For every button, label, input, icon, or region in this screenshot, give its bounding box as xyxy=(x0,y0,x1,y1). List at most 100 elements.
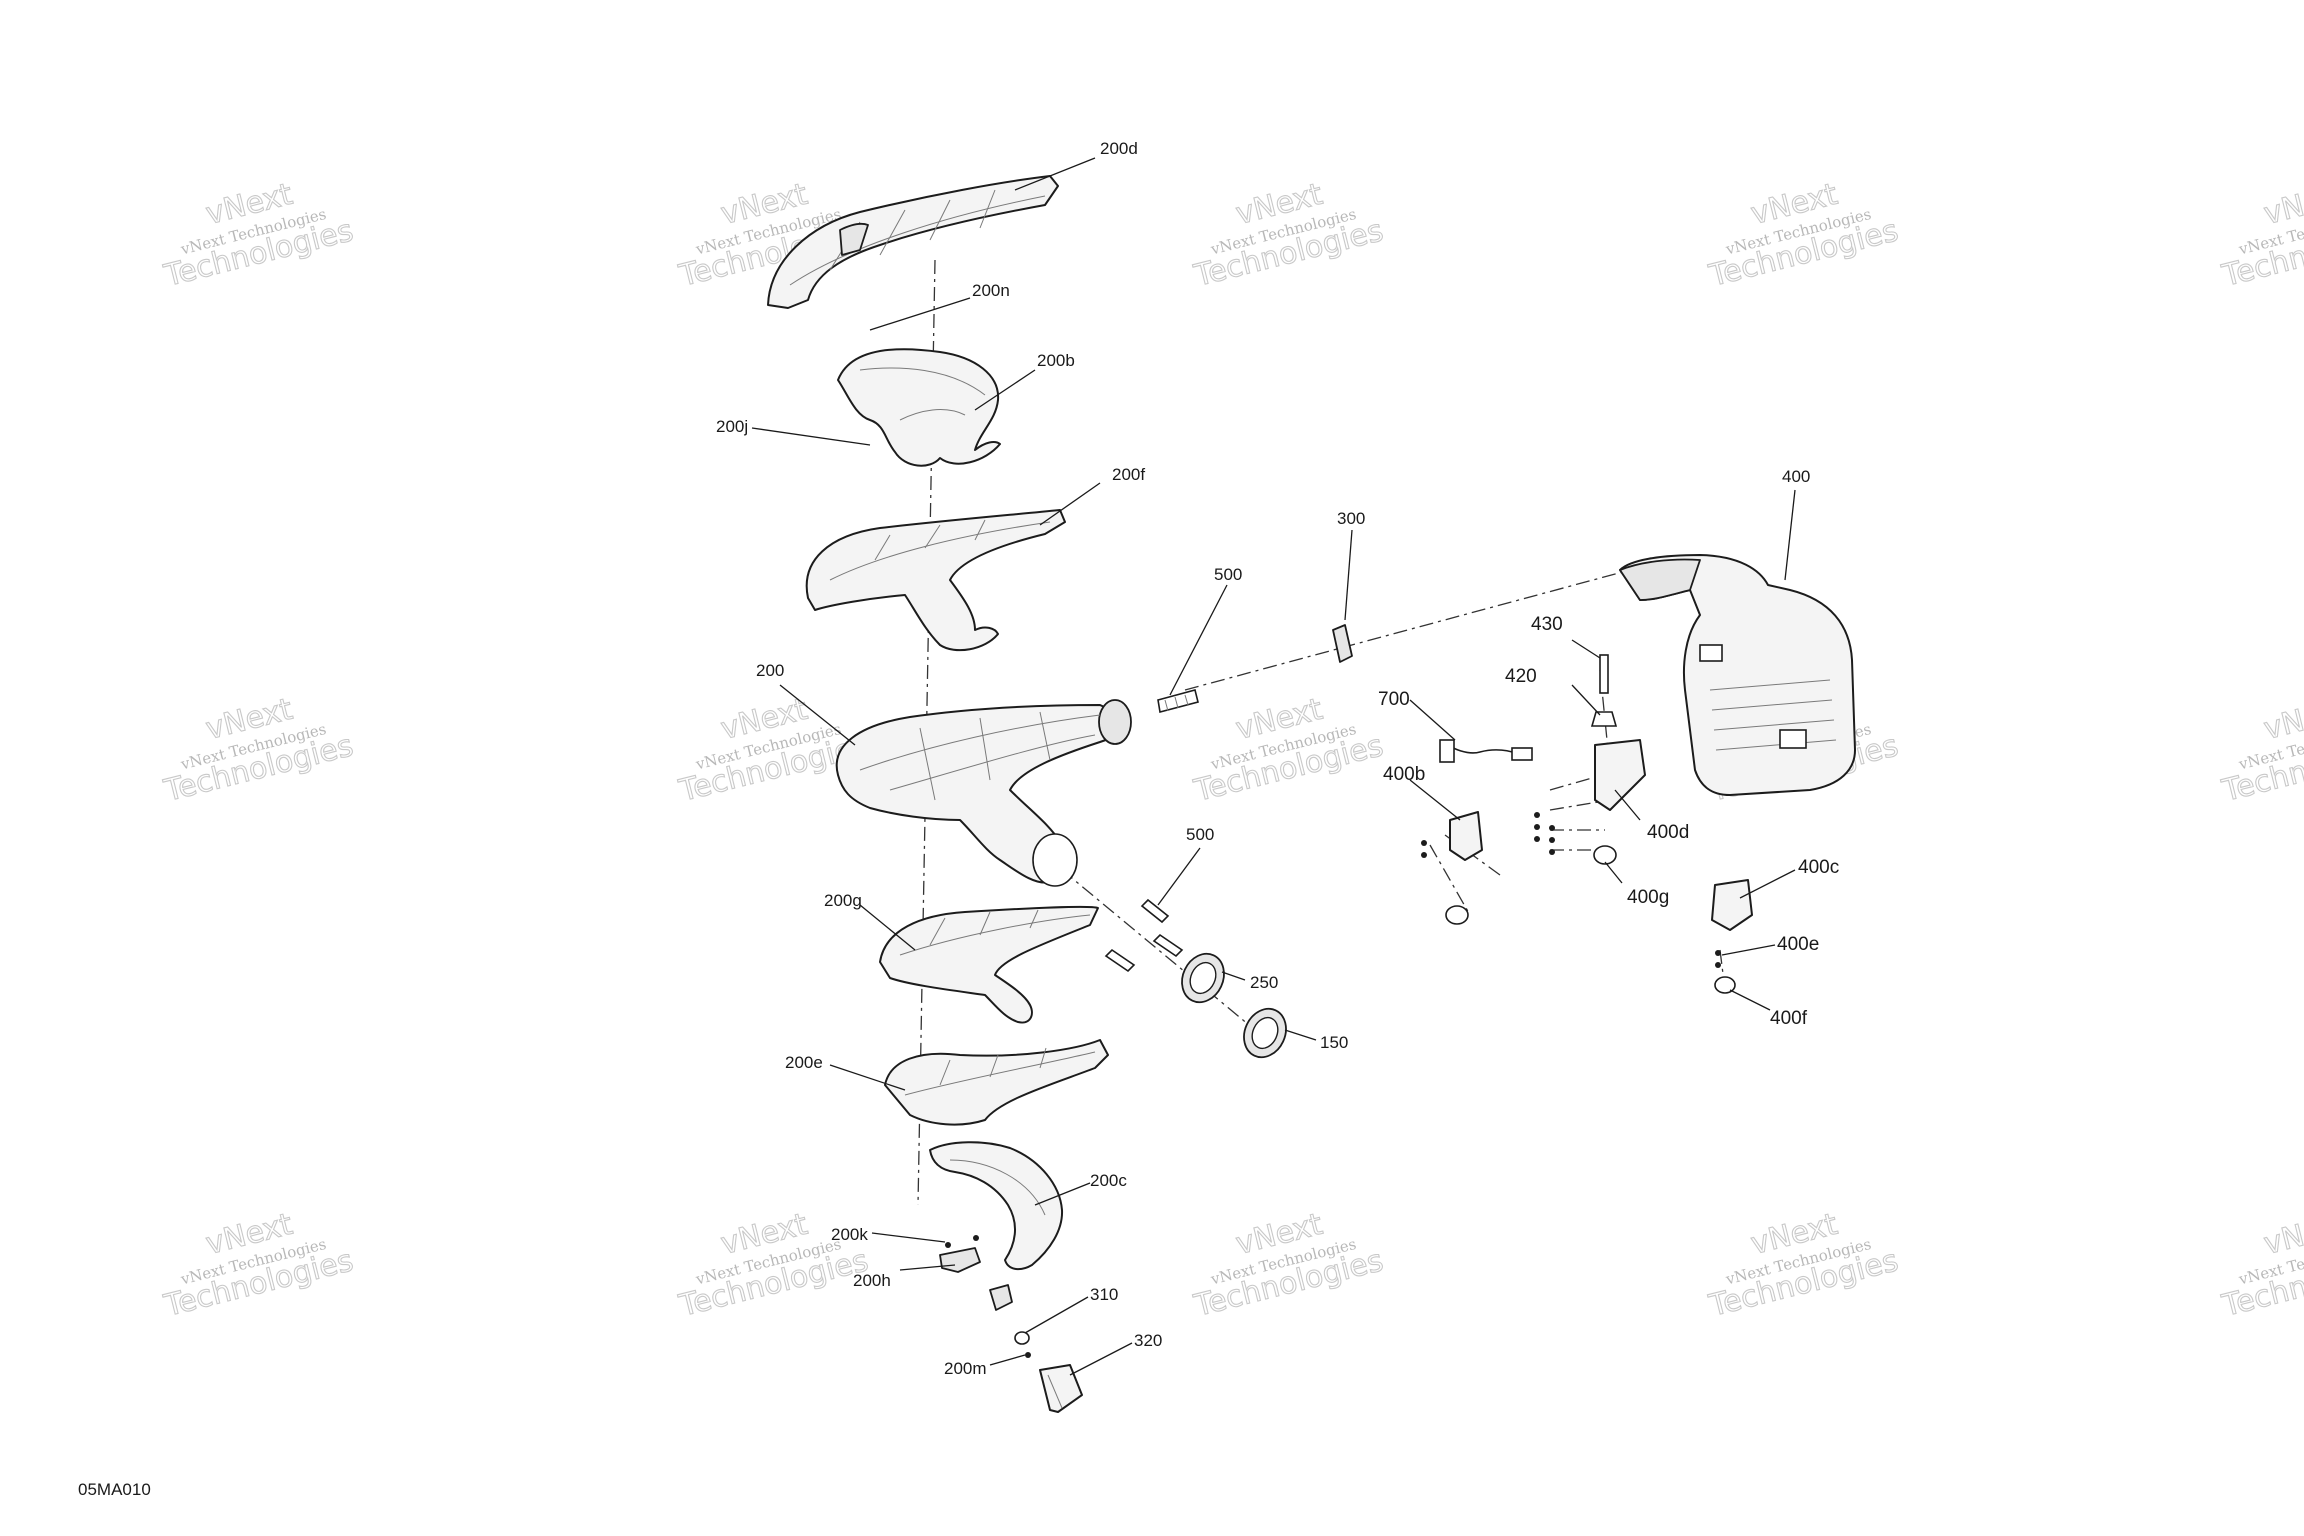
callout-500-bottom: 500 xyxy=(1186,825,1214,844)
callout-420: 420 xyxy=(1505,666,1537,687)
grommet-400g xyxy=(1593,845,1617,865)
heat-shield-200f xyxy=(805,509,1066,652)
callout-200k: 200k xyxy=(831,1225,868,1244)
callout-400f: 400f xyxy=(1770,1008,1808,1029)
callout-400g: 400g xyxy=(1627,887,1669,908)
callout-400b: 400b xyxy=(1383,764,1425,785)
heat-shield-200d xyxy=(767,175,1059,309)
ring-250 xyxy=(1181,952,1225,1004)
leader-250 xyxy=(1221,971,1246,981)
callout-200f: 200f xyxy=(1112,465,1145,484)
leader-400f xyxy=(1729,989,1771,1011)
leader-200h xyxy=(899,1264,956,1271)
assembly-line-bolts-mid xyxy=(1549,769,1621,851)
callout-320: 320 xyxy=(1134,1331,1162,1350)
watermark-r2c5: vNext vNext Technologies Technologies xyxy=(2218,691,2304,809)
watermark-line1: vNext xyxy=(2260,692,2304,747)
callout-400c: 400c xyxy=(1798,857,1839,878)
assembly-line-spring xyxy=(1019,834,1256,1031)
spring-500-top xyxy=(1157,689,1199,713)
watermark-r3c4: vNext vNext Technologies Technologies xyxy=(1705,1206,1903,1324)
sensor-700 xyxy=(1439,739,1533,763)
watermark-r2c3: vNext vNext Technologies Technologies xyxy=(1190,691,1388,809)
leader-200e xyxy=(829,1064,906,1091)
leader-200m xyxy=(989,1354,1026,1366)
watermark-r1c1: vNext vNext Technologies Technologies xyxy=(160,176,358,294)
watermark-line1: vNext xyxy=(2260,1207,2304,1262)
assembly-line-muffler xyxy=(1184,569,1631,691)
springs-500-bottom xyxy=(1104,898,1184,973)
callout-430: 430 xyxy=(1531,614,1563,635)
figure-code: 05MA010 xyxy=(78,1480,151,1499)
heat-shield-200c xyxy=(929,1141,1064,1271)
screws-200k xyxy=(945,1235,979,1248)
leader-200n xyxy=(869,297,971,331)
watermark-grid: vNext vNext Technologies Technologies vN… xyxy=(160,176,2304,1324)
watermark-r3c2: vNext vNext Technologies Technologies xyxy=(675,1206,873,1324)
leader-430 xyxy=(1571,639,1601,659)
nut-420 xyxy=(1590,711,1618,727)
bracket-400b xyxy=(1449,811,1483,861)
ring-150 xyxy=(1243,1007,1287,1059)
watermark-r3c5: vNext vNext Technologies Technologies xyxy=(2218,1206,2304,1324)
leader-500-bottom xyxy=(1157,847,1201,906)
callout-200n: 200n xyxy=(972,281,1010,300)
leader-400c xyxy=(1739,869,1796,899)
leader-300 xyxy=(1344,529,1353,621)
bolts-group xyxy=(1421,812,1555,858)
leader-200b xyxy=(974,369,1036,411)
callout-200b: 200b xyxy=(1037,351,1075,370)
leader-lines xyxy=(751,157,1796,1376)
bracket-400c xyxy=(1711,879,1753,931)
gasket-300 xyxy=(1332,624,1353,663)
leader-400 xyxy=(1784,489,1796,581)
exhaust-pipe-200 xyxy=(835,699,1132,887)
leader-200j xyxy=(751,427,871,446)
grommet-400f xyxy=(1714,976,1736,994)
callout-200h: 200h xyxy=(853,1271,891,1290)
watermark-r2c1: vNext vNext Technologies Technologies xyxy=(160,691,358,809)
clamp-200h xyxy=(939,1247,1013,1311)
tail-tip-320 xyxy=(1039,1364,1083,1413)
nut-310 xyxy=(1014,1331,1030,1345)
callout-200: 200 xyxy=(756,661,784,680)
muffler-400 xyxy=(1619,554,1856,796)
leader-200d xyxy=(1014,157,1096,191)
leader-420 xyxy=(1571,684,1601,716)
callout-200e: 200e xyxy=(785,1053,823,1072)
watermark-r2c2: vNext vNext Technologies Technologies xyxy=(675,691,873,809)
callout-labels: 200d 200n 200b 200j 200f 200 500 300 400… xyxy=(716,139,1839,1378)
leader-400d xyxy=(1614,789,1641,821)
callout-200j: 200j xyxy=(716,417,748,436)
watermark-line1: vNext xyxy=(2260,177,2304,232)
leader-400g xyxy=(1604,861,1623,884)
leader-200 xyxy=(779,684,856,746)
heat-shield-200g xyxy=(879,905,1099,1024)
callout-400e: 400e xyxy=(1777,934,1819,955)
watermark-r3c3: vNext vNext Technologies Technologies xyxy=(1190,1206,1388,1324)
leader-500-top xyxy=(1169,584,1228,696)
leader-320 xyxy=(1069,1342,1133,1376)
callout-400: 400 xyxy=(1782,467,1810,486)
leader-150 xyxy=(1284,1029,1317,1041)
callout-200d: 200d xyxy=(1100,139,1138,158)
callout-400d: 400d xyxy=(1647,822,1689,843)
leader-400b xyxy=(1409,779,1461,821)
callout-300: 300 xyxy=(1337,509,1365,528)
callout-700: 700 xyxy=(1378,689,1410,710)
washer-400e xyxy=(1715,950,1721,968)
leader-200f xyxy=(1039,482,1101,526)
watermark-r1c4: vNext vNext Technologies Technologies xyxy=(1705,176,1903,294)
leader-700 xyxy=(1409,699,1456,741)
leader-400e xyxy=(1721,944,1776,956)
leader-200k xyxy=(871,1232,946,1243)
callout-150: 150 xyxy=(1320,1033,1348,1052)
watermark-r1c3: vNext vNext Technologies Technologies xyxy=(1190,176,1388,294)
callout-200m: 200m xyxy=(944,1359,987,1378)
grommet-left xyxy=(1445,905,1469,925)
leader-310 xyxy=(1024,1296,1089,1334)
callout-500-top: 500 xyxy=(1214,565,1242,584)
watermark-r3c1: vNext vNext Technologies Technologies xyxy=(160,1206,358,1324)
callout-310: 310 xyxy=(1090,1285,1118,1304)
